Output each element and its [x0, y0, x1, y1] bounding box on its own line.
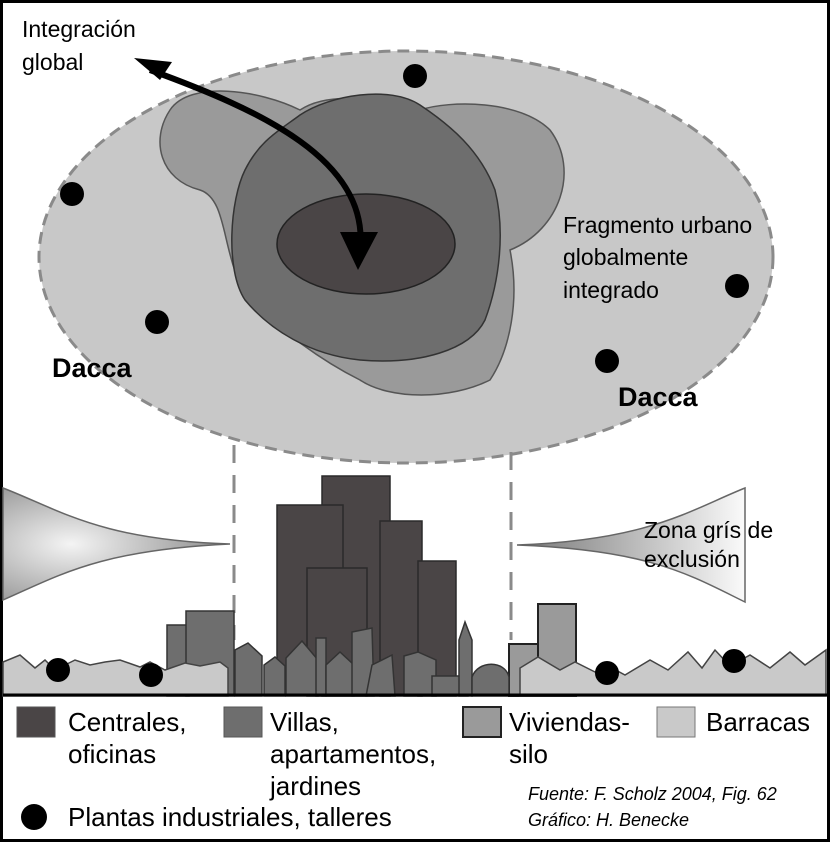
source-fuente: Fuente: F. Scholz 2004, Fig. 62: [528, 784, 777, 804]
arrow-head-up-icon: [134, 58, 172, 80]
label-exclusion: exclusión: [644, 546, 740, 572]
legend-viviendas-2: silo: [509, 739, 548, 769]
legend-swatch-viviendas: [462, 706, 502, 738]
exclusion-fan-left: [2, 486, 231, 602]
skyline-industrial-dots: [46, 649, 746, 687]
legend-plantas: Plantas industriales, talleres: [68, 802, 392, 832]
industrial-dot: [145, 310, 169, 334]
industrial-dot: [60, 182, 84, 206]
integration-arrow: [148, 67, 364, 251]
barracas-right: [519, 648, 827, 697]
label-global: global: [22, 49, 83, 75]
industrial-dot: [595, 661, 619, 685]
arrow-head-down-icon: [340, 232, 378, 270]
exclusion-fan-right: [516, 486, 746, 604]
source-grafico: Gráfico: H. Benecke: [528, 810, 689, 830]
legend-villas-1: Villas,: [270, 707, 339, 737]
legend: Centrales, oficinas Villas, apartamentos…: [16, 706, 810, 832]
label-dacca-right: Dacca: [618, 382, 699, 412]
industrial-dots: [60, 64, 749, 373]
legend-swatch-barracas: [656, 706, 696, 738]
industrial-dot: [139, 663, 163, 687]
industrial-dot: [725, 274, 749, 298]
label-integracion: Integración: [22, 16, 136, 42]
legend-villas-2: apartamentos,: [270, 739, 436, 769]
industrial-dot: [722, 649, 746, 673]
industrial-dot: [403, 64, 427, 88]
label-fragmento: Fragmento urbano: [563, 212, 752, 238]
label-dacca-left: Dacca: [52, 353, 133, 383]
legend-dot-icon: [21, 804, 47, 830]
legend-swatch-villas: [223, 706, 263, 738]
industrial-dot: [46, 658, 70, 682]
label-integrado: integrado: [563, 277, 659, 303]
label-zona-gris: Zona grís de: [644, 517, 773, 543]
legend-centrales-1: Centrales,: [68, 707, 187, 737]
legend-swatch-centrales: [16, 706, 56, 738]
legend-viviendas-1: Viviendas-: [509, 707, 630, 737]
barracas-left: [2, 654, 229, 697]
legend-villas-3: jardines: [269, 771, 361, 801]
industrial-dot: [595, 349, 619, 373]
label-globalmente: globalmente: [563, 244, 688, 270]
legend-barracas: Barracas: [706, 707, 810, 737]
legend-centrales-2: oficinas: [68, 739, 156, 769]
